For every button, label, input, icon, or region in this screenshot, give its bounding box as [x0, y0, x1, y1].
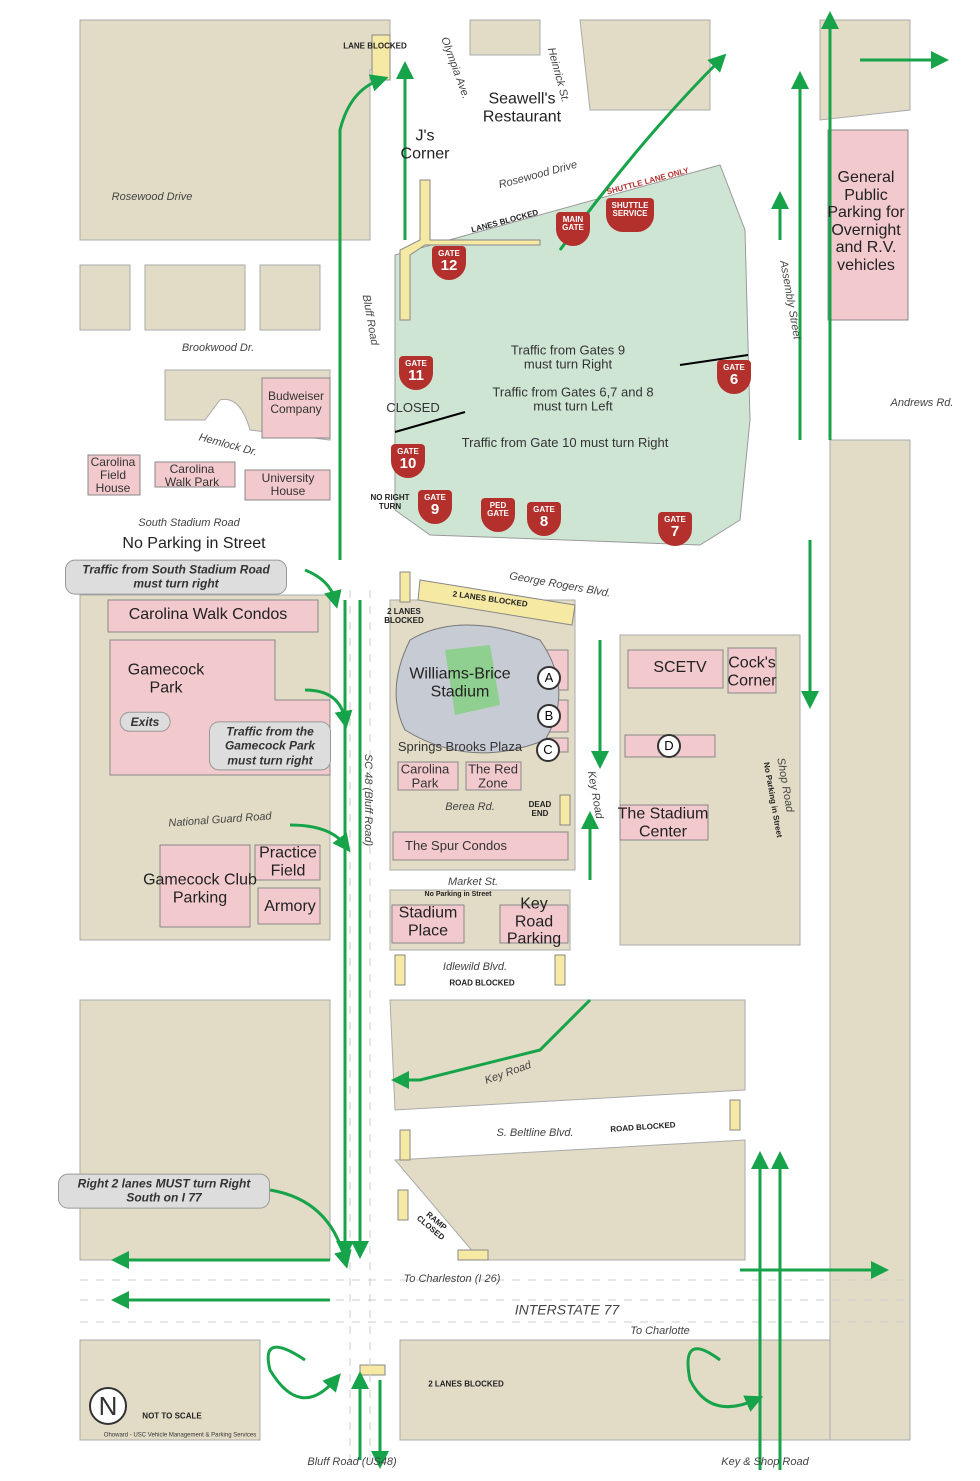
beltline-label: S. Beltline Blvd.: [496, 1126, 574, 1139]
springs-brooks-label: Springs Brooks Plaza: [397, 738, 523, 754]
idlewild-label: Idlewild Blvd.: [442, 960, 508, 973]
gamecock-turn-notice: Traffic from the Gamecock Park must turn…: [209, 721, 331, 771]
marker-a: A: [537, 666, 561, 690]
to-charlotte-label: To Charlotte: [630, 1324, 690, 1337]
marker-d: D: [657, 734, 681, 758]
brookwood-label: Brookwood Dr.: [181, 341, 255, 354]
interstate-77-label: INTERSTATE 77: [514, 1301, 620, 1318]
general-parking-label: General Public Parking for Overnight and…: [827, 169, 905, 275]
block: [79, 19, 391, 241]
cocks-corner-label: Cock's Corner: [727, 654, 777, 689]
road-blocked-1: ROAD BLOCKED: [449, 978, 515, 988]
north-arrow-icon: N: [89, 1387, 127, 1425]
main-gate: MAIN GATE: [556, 212, 590, 246]
to-charleston-label: To Charleston (I 26): [403, 1272, 501, 1285]
berea-label: Berea Rd.: [445, 800, 495, 813]
exits-label: Exits: [119, 711, 171, 733]
closed-label: CLOSED: [386, 399, 440, 415]
block: [393, 1139, 746, 1261]
block: [469, 19, 711, 111]
spur-condos-label: The Spur Condos: [405, 837, 507, 853]
walk-condos-label: Carolina Walk Condos: [128, 606, 288, 624]
two-lanes-blocked-3: 2 LANES BLOCKED: [428, 1379, 504, 1389]
seawells-label: Seawell's Restaurant: [482, 90, 562, 125]
lane-blocked-label: LANE BLOCKED: [343, 41, 407, 51]
rosewood-west-label: Rosewood Drive: [111, 190, 193, 203]
market-st-label: Market St.: [447, 875, 499, 888]
university-house-label: University House: [261, 470, 315, 498]
club-parking-label: Gamecock Club Parking: [143, 871, 257, 906]
js-corner-label: J's Corner: [400, 127, 450, 162]
block: [79, 999, 331, 1261]
two-lanes-blocked-2: 2 LANES BLOCKED: [384, 607, 424, 625]
block: [619, 634, 801, 946]
market-no-parking-label: No Parking in Street: [424, 891, 492, 899]
ped-gate: PED GATE: [481, 498, 515, 532]
armory-label: Armory: [264, 898, 316, 916]
block: [389, 999, 746, 1111]
block: [79, 264, 321, 331]
no-parking-label: No Parking in Street: [122, 535, 266, 553]
andrews-rd-label: Andrews Rd.: [890, 396, 954, 409]
south-stadium-turn-notice: Traffic from South Stadium Road must tur…: [65, 559, 287, 595]
stadium-field: [445, 645, 500, 715]
stadium-label: Williams-Brice Stadium: [409, 665, 511, 700]
walk-park-label: Carolina Walk Park: [164, 461, 220, 489]
block: [79, 1339, 911, 1441]
key-shop-road-label: Key & Shop Road: [721, 1455, 809, 1468]
block: [819, 19, 911, 121]
gamecock-park-label: Gamecock Park: [127, 661, 205, 696]
practice-field-label: Practice Field: [259, 844, 317, 879]
budweiser-label: Budweiser Company: [267, 388, 325, 416]
stadium-lot: [394, 164, 751, 546]
carolina-park-label: Carolina Park: [400, 761, 450, 791]
sc48-label: SC 48 (Bluff Road): [362, 753, 375, 847]
stadium-place-label: Stadium Place: [398, 904, 458, 939]
scale-note: NOT TO SCALE: [142, 1411, 202, 1421]
marker-c: C: [536, 738, 560, 762]
gates678-notice: Traffic from Gates 6,7 and 8 must turn L…: [492, 384, 654, 414]
gate10-notice: Traffic from Gate 10 must turn Right: [461, 434, 669, 450]
scetv-label: SCETV: [653, 659, 707, 677]
south-stadium-road-label: South Stadium Road: [138, 516, 240, 529]
red-zone-label: The Red Zone: [468, 761, 518, 791]
i77-turn-notice: Right 2 lanes MUST turn Right South on I…: [58, 1173, 270, 1209]
gates9-notice: Traffic from Gates 9 must turn Right: [510, 342, 626, 372]
shuttle-service-gate: SHUTTLE SERVICE: [606, 198, 654, 232]
credit: Ohoward - USC Vehicle Management & Parki…: [103, 1432, 257, 1439]
no-right-turn-label: NO RIGHT TURN: [370, 493, 410, 511]
marker-b: B: [537, 704, 561, 728]
dead-end-label: DEAD END: [528, 800, 552, 818]
key-road-parking-label: Key Road Parking: [506, 895, 562, 948]
bluff-road-bottom-label: Bluff Road (US48): [307, 1455, 397, 1468]
field-house-label: Carolina Field House: [90, 455, 136, 496]
block: [829, 439, 911, 1441]
stadium-center-label: The Stadium Center: [617, 805, 709, 840]
